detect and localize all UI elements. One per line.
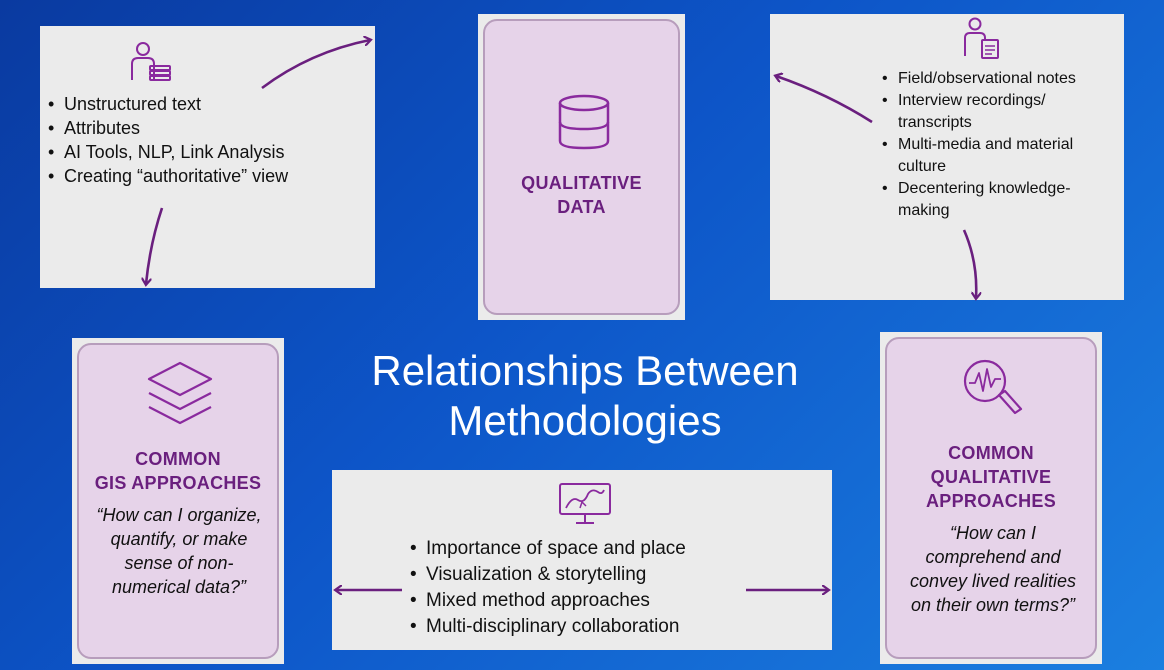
qualitative-approaches-card: COMMON QUALITATIVE APPROACHES “How can I… (885, 337, 1097, 659)
list-item: Mixed method approaches (410, 588, 820, 614)
top-right-box: Field/observational notes Interview reco… (770, 14, 1124, 300)
list-item: Multi-disciplinary collaboration (410, 614, 820, 640)
qualitative-data-title: QUALITATIVE DATA (521, 173, 642, 217)
gis-approaches-quote: “How can I organize, quantify, or make s… (96, 505, 262, 597)
list-item: AI Tools, NLP, Link Analysis (48, 140, 368, 164)
qualitative-approaches-title: COMMON QUALITATIVE APPROACHES (925, 443, 1057, 511)
database-icon (558, 94, 610, 150)
qualitative-approaches-quote: “How can I comprehend and convey lived r… (909, 523, 1077, 615)
arrow-curve-to-qualitative-approaches (962, 229, 976, 298)
list-item: Importance of space and place (410, 536, 820, 562)
list-item: Creating “authoritative” view (48, 164, 368, 188)
map-monitor-icon (559, 483, 611, 524)
list-item: Interview recordings/ transcripts (882, 90, 1116, 134)
person-with-documents-icon (131, 42, 171, 81)
magnifier-waveform-icon (963, 359, 1023, 415)
qualitative-data-frame: QUALITATIVE DATA (478, 14, 685, 320)
list-item: Multi-media and material culture (882, 134, 1116, 178)
arrow-curve-to-gis-approaches (146, 207, 164, 284)
person-with-notepad-icon (964, 17, 999, 59)
list-item: Field/observational notes (882, 68, 1116, 90)
list-item: Unstructured text (48, 92, 368, 116)
gis-approaches-card: COMMON GIS APPROACHES “How can I organiz… (77, 343, 279, 659)
bottom-center-box: Importance of space and place Visualizat… (332, 470, 832, 650)
page-title: Relationships Between Methodologies (371, 347, 799, 444)
list-item: Decentering knowledge-making (882, 178, 1116, 222)
gis-approaches-title: COMMON GIS APPROACHES (94, 449, 262, 493)
bottom-center-bullet-list: Importance of space and place Visualizat… (410, 536, 820, 640)
top-left-box: Unstructured text Attributes AI Tools, N… (40, 26, 375, 288)
top-right-bullet-list: Field/observational notes Interview reco… (882, 68, 1116, 222)
list-item: Attributes (48, 116, 368, 140)
arrow-curve-to-qualitative-data (261, 40, 370, 90)
qualitative-approaches-frame: COMMON QUALITATIVE APPROACHES “How can I… (880, 332, 1102, 664)
gis-approaches-frame: COMMON GIS APPROACHES “How can I organiz… (72, 338, 284, 664)
list-item: Visualization & storytelling (410, 562, 820, 588)
top-left-bullet-list: Unstructured text Attributes AI Tools, N… (48, 92, 368, 188)
arrow-curve-to-qualitative-data-right (776, 76, 873, 124)
qualitative-data-card: QUALITATIVE DATA (483, 19, 680, 315)
layers-icon (147, 361, 213, 425)
